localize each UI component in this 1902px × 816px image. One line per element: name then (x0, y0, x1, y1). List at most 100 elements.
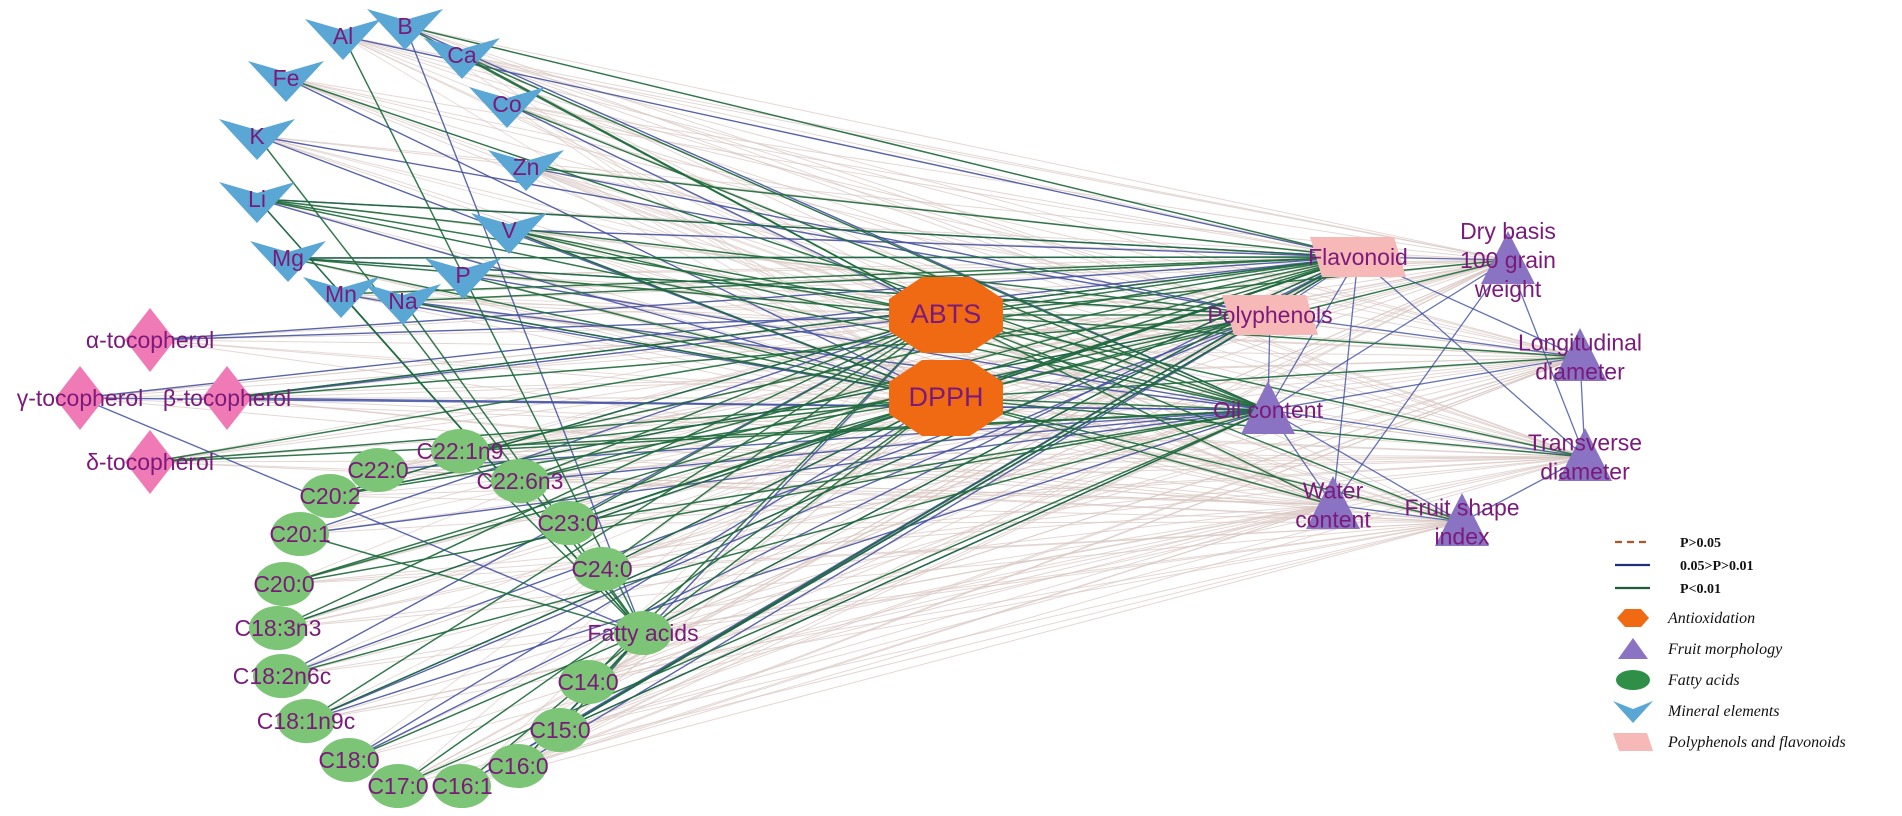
edge-mid (1267, 356, 1581, 411)
edge-sig (340, 256, 1359, 295)
edge-ns (285, 77, 1586, 458)
edge-mid (285, 77, 947, 399)
edge-sig (329, 314, 947, 497)
fatty-acid-shape (531, 708, 589, 752)
node-label: C18:2n6c (233, 663, 331, 689)
edge-ns (559, 504, 1334, 731)
edge-ns (517, 259, 1509, 767)
edge-ns (348, 356, 1581, 761)
edge-sig (299, 533, 644, 634)
mineral-shape (248, 61, 324, 102)
edge-sig (508, 229, 1269, 411)
fatty-acid-shape (489, 744, 547, 788)
node-tocopherol: γ-tocopherol (17, 366, 143, 430)
node-label: Fe (273, 65, 300, 91)
edge-ns (508, 229, 1586, 458)
edge-ns (461, 521, 1463, 787)
edge-ns (149, 314, 947, 463)
mineral-shape (250, 241, 326, 282)
legend: P>0.050.05>P>0.01P<0.01AntioxidationFrui… (1613, 536, 1846, 751)
edge-mid (226, 314, 947, 399)
node-label: Mg (272, 245, 304, 271)
edge-ns (348, 314, 1271, 761)
edge-ns (404, 25, 947, 399)
edge-ns (149, 356, 1581, 463)
fatty-acid-shape (249, 606, 307, 650)
node-co: Co (469, 87, 545, 128)
node-label: K (249, 123, 265, 149)
edge-sig (285, 77, 1269, 411)
legend-line-ns: P>0.05 (1615, 536, 1721, 551)
legend-item-fatty-acids: Fatty acids (1616, 670, 1740, 690)
fatty-acid-shape (271, 512, 329, 556)
mineral-shape (219, 182, 295, 223)
node-label: DPPH (908, 382, 983, 412)
edge-ns (342, 35, 947, 316)
edge-sig (567, 409, 1269, 524)
edge-ns (281, 397, 947, 677)
node-label: C18:0 (318, 747, 379, 773)
node-c16-0: C16:0 (487, 744, 549, 788)
edge-ns (342, 35, 947, 399)
fatty-acid-shape (320, 738, 378, 782)
edge-ns (601, 456, 1586, 570)
node-c20-2: C20:2 (299, 474, 361, 518)
edge-sig (256, 198, 1359, 258)
edge-ns (256, 135, 947, 316)
legend-line-label: P>0.05 (1680, 536, 1721, 551)
edge-sig (945, 256, 1359, 316)
node-label: V (501, 217, 517, 243)
edge-mid (299, 409, 1269, 535)
fatty-acid-shape (277, 699, 335, 743)
mineral-shape (469, 87, 545, 128)
edges-significant (149, 25, 1586, 787)
edge-sig (945, 356, 1581, 399)
node-k: K (219, 119, 295, 160)
edge-ns (285, 77, 1581, 358)
edge-mid (348, 397, 947, 761)
edge-ns (461, 504, 1334, 787)
legend-item-label: Fruit morphology (1667, 641, 1783, 658)
edge-mid (226, 397, 1269, 411)
fatty-acid-shape (539, 501, 597, 545)
edge-ns (461, 409, 1269, 787)
node-tocopherol: α-tocopherol (86, 308, 214, 372)
edge-sig (283, 409, 1269, 585)
edge-sig (397, 397, 947, 787)
edge-sig (945, 314, 1334, 506)
node-flavonoid: Flavonoid (1308, 237, 1408, 277)
node-c15-0: C15:0 (529, 708, 591, 752)
edge-sig (256, 198, 1269, 411)
node-abts: ABTS (889, 277, 1003, 353)
edge-ns (283, 314, 1271, 585)
edge-ns (348, 504, 1334, 761)
edge-sig (256, 135, 644, 634)
node-al: Al (305, 19, 381, 60)
edge-ns (461, 54, 1359, 258)
fatty-acid-shape (491, 459, 549, 503)
edge-ns (299, 256, 1359, 535)
edge-sig (525, 166, 1359, 258)
edge-ns (404, 25, 1586, 458)
edge-sig (601, 314, 947, 570)
fatty-acid-shape (255, 562, 313, 606)
edge-ns (281, 356, 1581, 677)
edge-ns (256, 198, 1509, 261)
edge-ns (340, 293, 947, 316)
edge-sig (945, 314, 1581, 358)
edge-sig (945, 259, 1509, 316)
node-label: C16:1 (431, 773, 492, 799)
node-label: C23:0 (537, 510, 598, 536)
edge-sig (287, 256, 1359, 259)
edge-sig (226, 256, 1359, 399)
edge-ns (79, 314, 1271, 399)
edge-mid (281, 314, 1271, 677)
edge-ns (459, 314, 947, 452)
node-label: Oil content (1213, 397, 1324, 423)
edge-mid (519, 409, 1269, 482)
edge-sig (149, 256, 1359, 463)
tocopherol-shape (55, 366, 105, 430)
mineral-shape (303, 277, 379, 318)
